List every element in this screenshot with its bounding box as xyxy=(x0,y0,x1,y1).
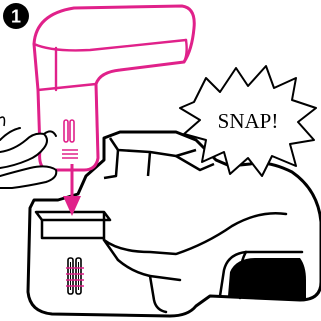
cropped-text-fragment xyxy=(0,117,5,126)
base-handle-recess xyxy=(228,258,306,300)
snap-text: SNAP! xyxy=(218,109,279,133)
step-number: 1 xyxy=(11,7,21,27)
step-badge: 1 xyxy=(3,3,29,29)
